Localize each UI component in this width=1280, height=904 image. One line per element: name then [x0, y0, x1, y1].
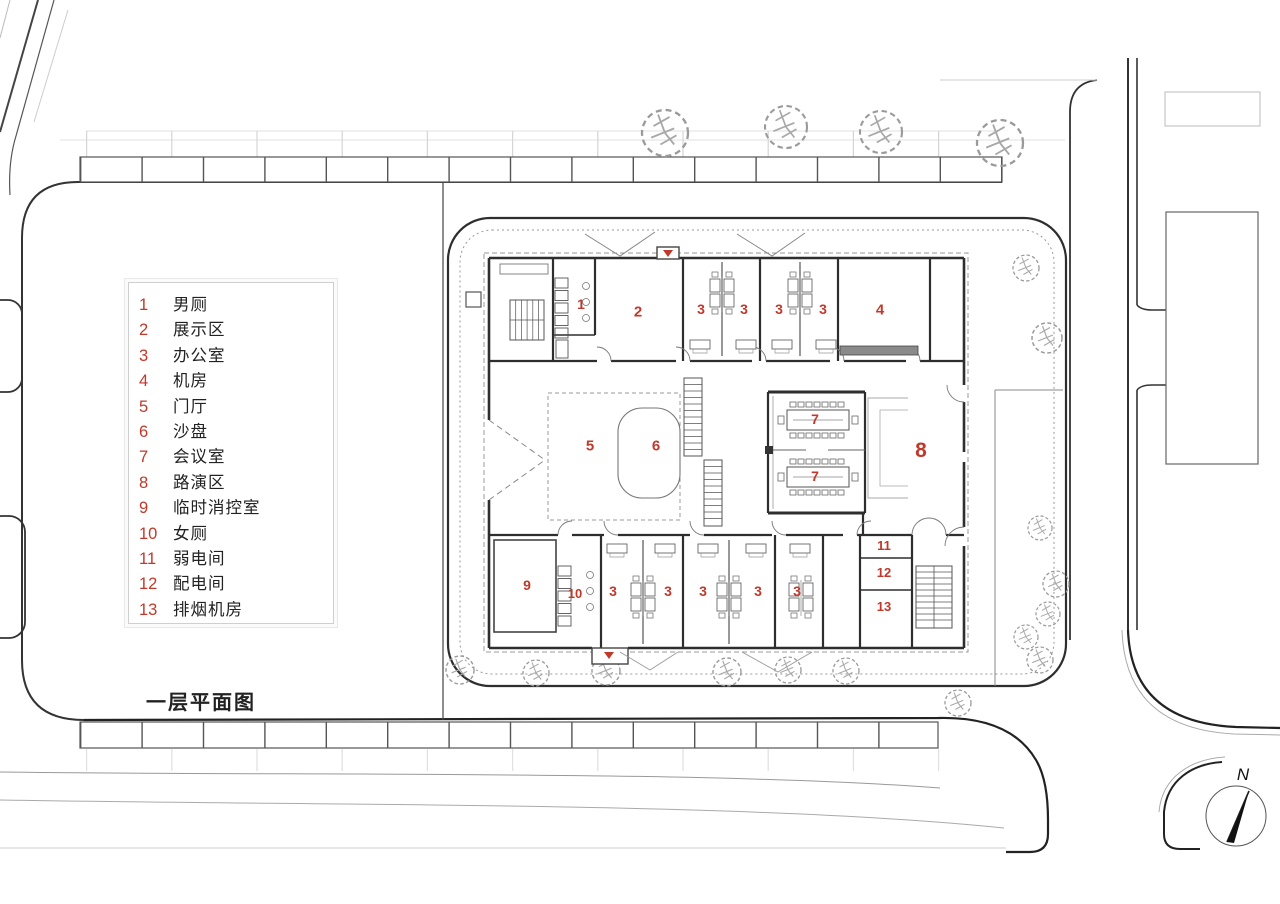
legend-item-label: 弱电间 [173, 549, 226, 568]
legend-item-number: 4 [139, 372, 149, 391]
legend-item-label: 机房 [173, 372, 208, 391]
room-number-label: 8 [915, 438, 927, 462]
room-number-label: 1 [577, 296, 585, 313]
room-number-label: 2 [633, 303, 643, 321]
legend-item-number: 5 [139, 397, 149, 416]
north-label: N [1236, 765, 1250, 784]
legend-item-label: 展示区 [173, 321, 226, 340]
legend-item: 1 男厕 [139, 293, 333, 318]
building-walls [483, 246, 969, 665]
legend-item-number: 9 [139, 499, 149, 518]
room-number-label: 12 [876, 564, 892, 580]
legend-item: 8 路演区 [139, 471, 333, 496]
entrance-mark-south [604, 652, 614, 659]
room-number-label: 6 [651, 437, 661, 455]
room-number-label: 3 [699, 583, 707, 600]
legend-item-number: 11 [139, 549, 157, 568]
legend-item: 13 排烟机房 [139, 598, 333, 623]
furniture [499, 231, 953, 673]
legend-item-label: 门厅 [173, 397, 208, 416]
legend-item: 5 门厅 [139, 395, 333, 420]
room-number-label: 3 [775, 301, 783, 318]
room-number-label: 3 [609, 583, 617, 600]
legend-item-label: 配电间 [173, 575, 226, 594]
legend-item: 10 女厕 [139, 522, 333, 547]
legend-item: 2 展示区 [139, 318, 333, 343]
entrance-mark-north [663, 250, 673, 257]
legend-item-number: 1 [139, 296, 149, 314]
legend-item-label: 会议室 [173, 448, 226, 467]
room-number-label: 3 [754, 583, 762, 600]
legend-box: 1 男厕 2 展示区 3 办公室 4 机房 5 门厅 6 沙盘 7 会议室 8 [128, 282, 334, 624]
building-zone-boundary [446, 216, 1068, 688]
parking-stalls [79, 130, 1003, 771]
room-number-label: 3 [664, 583, 672, 600]
legend-item-label: 男厕 [173, 296, 208, 314]
legend-item: 11 弱电间 [139, 547, 333, 572]
room-number-label: 7 [811, 411, 819, 428]
room-number-label: 11 [877, 537, 891, 553]
legend-item-label: 路演区 [173, 473, 226, 492]
room-number-label: 9 [523, 577, 531, 594]
legend-item-number: 8 [139, 473, 149, 492]
legend-item: 12 配电间 [139, 572, 333, 597]
legend-item-label: 办公室 [173, 346, 226, 365]
legend-item-number: 10 [139, 524, 158, 543]
legend-item-label: 沙盘 [173, 422, 208, 441]
legend-item: 7 会议室 [139, 445, 333, 470]
legend-item-number: 3 [139, 346, 149, 365]
room-number-label: 5 [585, 437, 595, 455]
legend-item: 3 办公室 [139, 344, 333, 369]
room-number-label: 4 [875, 301, 885, 319]
north-arrow-icon [1205, 785, 1267, 847]
legend-item-number: 2 [139, 321, 149, 340]
room-number-label: 7 [811, 468, 819, 485]
legend-item-number: 13 [139, 600, 158, 619]
room-number-label: 3 [697, 301, 705, 318]
legend-item: 4 机房 [139, 369, 333, 394]
legend-item: 6 沙盘 [139, 420, 333, 445]
legend-item-number: 7 [139, 448, 149, 467]
legend-item-label: 临时消控室 [173, 499, 261, 518]
room-number-label: 10 [567, 585, 583, 601]
room-number-label: 3 [793, 583, 801, 600]
legend-item-label: 排烟机房 [173, 600, 243, 619]
room-number-label: 3 [740, 301, 748, 318]
room-number-label: 13 [876, 598, 892, 614]
plan-title: 一层平面图 [146, 692, 256, 714]
legend-item-label: 女厕 [173, 524, 208, 543]
legend-item-number: 6 [139, 422, 149, 441]
legend-item: 9 临时消控室 [139, 496, 333, 521]
room-number-label: 3 [819, 301, 827, 318]
legend-item-number: 12 [139, 575, 158, 594]
